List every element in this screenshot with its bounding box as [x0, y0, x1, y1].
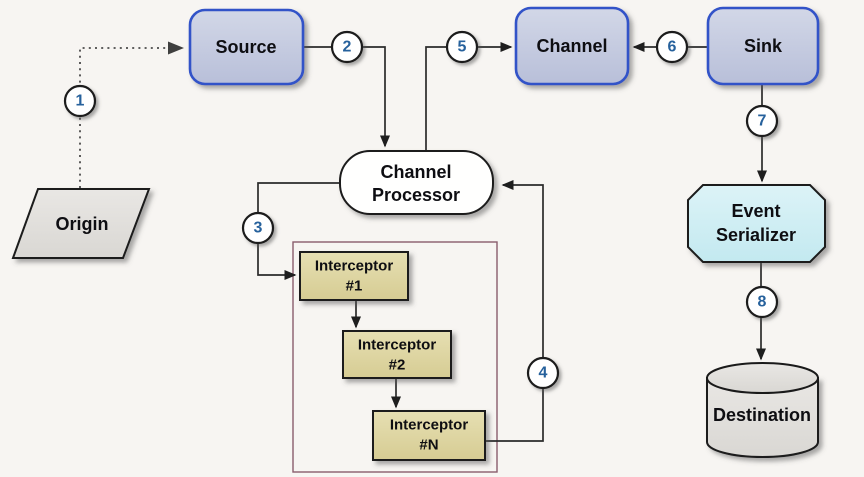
connector-source-to-processor	[303, 46, 390, 148]
interceptor-1-node: Interceptor #1	[299, 251, 409, 301]
interceptor-2-label-line1: Interceptor	[358, 337, 437, 354]
origin-node: Origin	[11, 188, 151, 259]
connector-interceptorN-to-processor	[485, 180, 544, 442]
step-label-5: 5	[458, 39, 467, 56]
step-circle-1: 1	[63, 84, 97, 118]
origin-to-source-arrowhead	[168, 41, 184, 55]
step-circle-7: 7	[745, 104, 779, 138]
event-serializer-label-line1: Event	[731, 201, 780, 221]
destination-cylinder-body	[706, 377, 819, 458]
step-circle-4: 4	[526, 356, 560, 390]
interceptor-1-label-line1: Interceptor	[315, 258, 394, 275]
step-label-2: 2	[343, 39, 352, 56]
channel-node: Channel	[514, 6, 630, 86]
interceptor-2-node: Interceptor #2	[342, 330, 452, 379]
step-circle-3: 3	[241, 211, 275, 245]
sink-shape	[706, 6, 820, 86]
interceptor-n-label-line2: #N	[419, 437, 438, 454]
interceptor-group-frame	[292, 241, 498, 473]
interceptor-1-label-line2: #1	[346, 278, 363, 295]
source-shape	[188, 8, 305, 86]
channel-processor-label-line2: Processor	[372, 185, 460, 205]
channel-processor-node: Channel Processor	[339, 150, 494, 215]
channel-processor-shape	[339, 150, 494, 215]
step-label-1: 1	[76, 93, 85, 110]
interceptor-n-label-line1: Interceptor	[390, 417, 469, 434]
step-label-8: 8	[758, 294, 767, 311]
channel-processor-label-line1: Channel	[380, 162, 451, 182]
origin-label: Origin	[56, 214, 109, 234]
interceptor-2-shape	[342, 330, 452, 379]
destination-node: Destination	[706, 362, 819, 458]
event-serializer-label-line2: Serializer	[716, 225, 796, 245]
step-circle-8: 8	[745, 285, 779, 319]
destination-cylinder-top	[706, 362, 819, 394]
interceptor-n-node: Interceptor #N	[372, 410, 486, 461]
destination-label: Destination	[713, 405, 811, 425]
step-circle-2: 2	[330, 30, 364, 64]
step-circle-5: 5	[445, 30, 479, 64]
step-circle-6: 6	[655, 30, 689, 64]
sink-label: Sink	[744, 36, 783, 56]
event-serializer-node: Event Serializer	[687, 184, 826, 263]
channel-shape	[514, 6, 630, 86]
event-serializer-shape	[687, 184, 826, 263]
channel-label: Channel	[536, 36, 607, 56]
interceptor-n-shape	[372, 410, 486, 461]
step-label-7: 7	[758, 113, 767, 130]
step-label-3: 3	[254, 220, 263, 237]
source-label: Source	[215, 37, 276, 57]
connector-processor-to-channel	[425, 42, 513, 152]
interceptor-1-shape	[299, 251, 409, 301]
interceptor-2-label-line2: #2	[389, 357, 406, 374]
sink-node: Sink	[706, 6, 820, 86]
step-label-6: 6	[668, 39, 677, 56]
step-label-4: 4	[539, 365, 548, 382]
source-node: Source	[188, 8, 305, 86]
origin-shape	[11, 188, 151, 259]
